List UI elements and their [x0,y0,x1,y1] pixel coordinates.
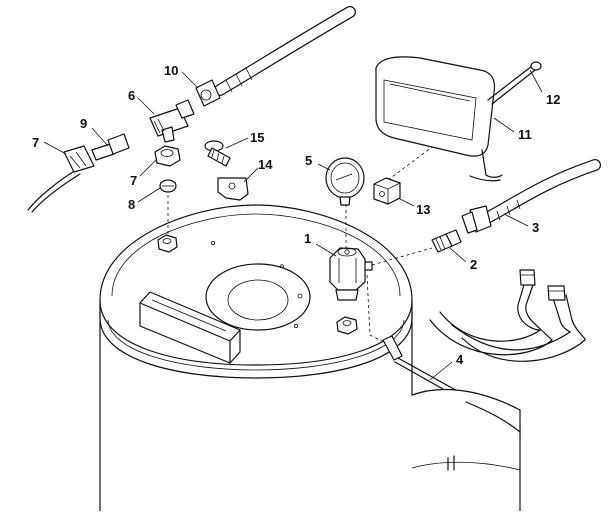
callout-7-wire: 7 [32,135,39,150]
tank-cutaway [411,388,521,512]
callout-6: 6 [128,88,135,103]
part-8-olive [159,179,177,193]
callout-15: 15 [250,130,264,145]
callout-13: 13 [416,202,430,217]
part-12-bolt [487,61,542,105]
part-1-valve-body [329,247,373,301]
callout-11: 11 [518,127,532,142]
part-5-pressure-gauge [325,157,365,206]
part-2-nipple [431,229,462,253]
callout-7-nut: 7 [130,173,137,188]
part-7-nut [154,145,181,167]
part-10-hose [195,6,356,107]
part-6-tee-fitting [149,99,195,143]
part-13-block [373,177,401,205]
part-3-hose [461,159,601,234]
part-9-wire-fitting [27,133,130,213]
callout-4: 4 [456,352,464,367]
callout-10: 10 [164,63,178,78]
leader-lines [43,69,543,381]
lid-nut-right [336,316,358,335]
callout-14: 14 [258,157,273,172]
water-heater-tank [99,204,413,512]
lid-nut-left [157,234,178,253]
callout-12: 12 [546,92,560,107]
callout-1: 1 [304,231,311,246]
callout-8: 8 [128,197,135,212]
assembly-line-2 [371,247,433,266]
coiled-pipes [429,269,586,362]
callout-2: 2 [470,257,477,272]
callout-3: 3 [532,220,539,235]
control-box [139,291,241,364]
part-14-clip [217,177,249,201]
callout-5: 5 [305,153,312,168]
callout-9: 9 [80,116,87,131]
assembly-line-4 [366,274,385,343]
part-11-control-housing [375,56,503,182]
assembly-line-13 [387,129,456,181]
part-15-screw [204,140,231,167]
